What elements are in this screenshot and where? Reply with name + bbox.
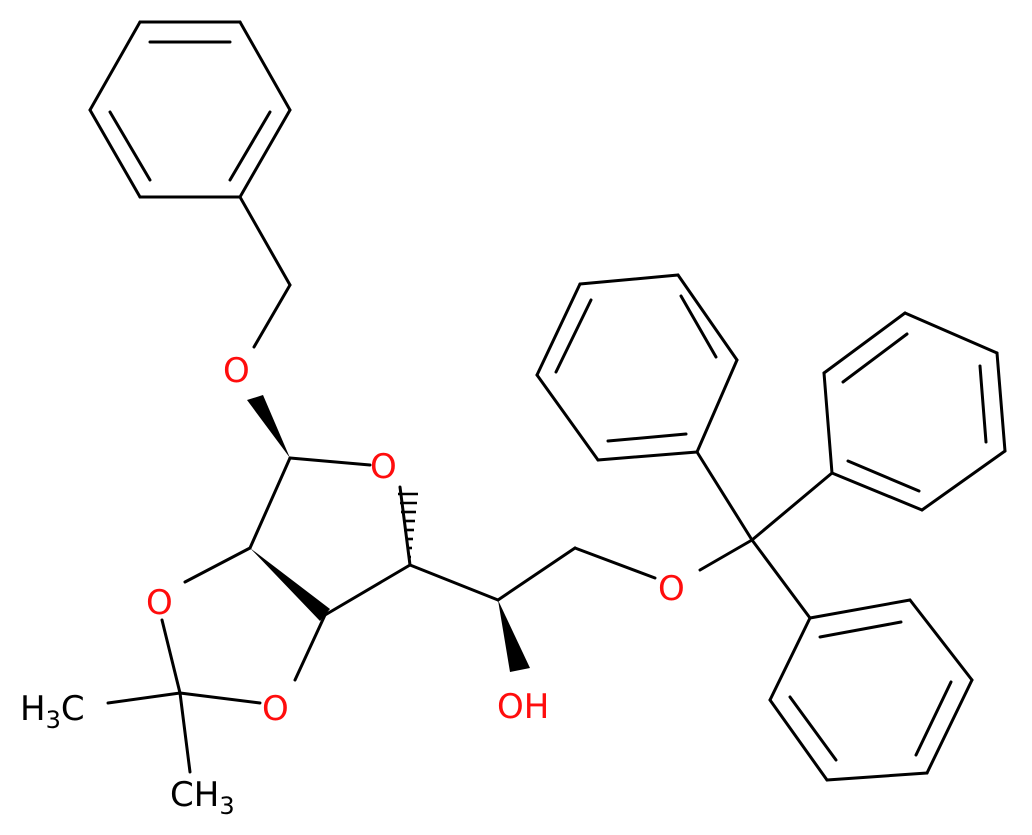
oxygen-acetal-left-label: O	[146, 583, 173, 623]
methyl-bottom-label: CH3	[170, 775, 235, 820]
benzyl-linker	[238, 195, 292, 349]
furanose-ring	[248, 456, 412, 621]
oxygen-acetal-right-label: O	[262, 689, 289, 729]
trityl-phenyl-upper	[535, 273, 739, 462]
trityl-center	[695, 450, 834, 620]
hydroxyl-label: OH	[497, 687, 549, 727]
oxygen-trityl-label: O	[658, 569, 685, 609]
oxygen-ring-label: O	[370, 447, 397, 487]
wedge-bond-oh	[498, 600, 530, 672]
hashed-bond	[398, 492, 418, 559]
methyl-left-label: H3C	[20, 689, 85, 734]
trityl-phenyl-right	[822, 311, 1007, 512]
methyl-bonds	[106, 691, 192, 774]
trityl-phenyl-lower	[768, 598, 974, 782]
wedge-bond-anomeric	[247, 395, 290, 458]
oxygen-benzyl-label: O	[223, 351, 250, 391]
side-chain	[408, 538, 754, 672]
dioxolane-ring	[160, 546, 327, 705]
wedge-bond-ring	[250, 548, 330, 621]
benzyl-ring	[88, 20, 292, 199]
